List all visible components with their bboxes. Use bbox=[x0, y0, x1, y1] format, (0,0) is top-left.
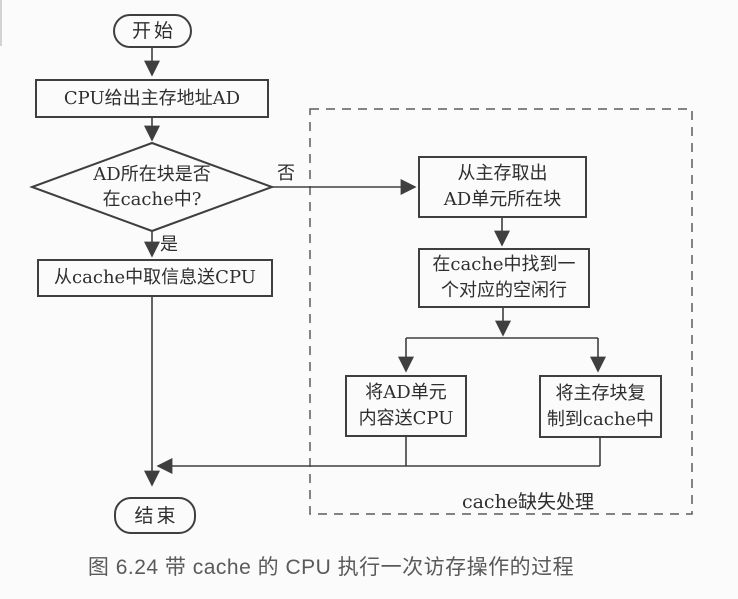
cpu-address-label: CPU给出主存地址AD bbox=[63, 87, 241, 109]
copy-cache-label-line1: 将主存块复 bbox=[555, 382, 646, 404]
send-cpu-label-line2: 内容送CPU bbox=[358, 408, 454, 429]
start-node: 开始 bbox=[113, 14, 192, 48]
cache-miss-region-label: cache缺失处理 bbox=[461, 491, 595, 513]
decision-node-text: AD所在块是否 在cache中? bbox=[32, 150, 272, 224]
decision-label-line1: AD所在块是否 bbox=[93, 164, 211, 185]
cache-hit-node: 从cache中取信息送CPU bbox=[37, 259, 273, 297]
fetch-block-label-line1: 从主存取出 bbox=[457, 163, 548, 184]
copy-cache-label-line2: 制到cache中 bbox=[546, 408, 655, 430]
send-cpu-label-line1: 将AD单元 bbox=[365, 382, 447, 403]
cache-hit-label: 从cache中取信息送CPU bbox=[54, 267, 256, 288]
decision-label-line2: 在cache中? bbox=[102, 189, 202, 210]
copy-cache-node: 将主存块复 制到cache中 bbox=[539, 375, 662, 438]
page-scan-edge bbox=[0, 0, 2, 46]
send-cpu-node: 将AD单元 内容送CPU bbox=[345, 375, 467, 437]
yes-edge-label: 是 bbox=[160, 234, 178, 255]
end-node-label: 结束 bbox=[134, 504, 179, 527]
cache-miss-region-border bbox=[309, 108, 693, 515]
find-line-label-line1: 在cache中找到一 bbox=[432, 254, 576, 275]
fetch-block-node: 从主存取出 AD单元所在块 bbox=[418, 156, 587, 218]
no-edge-label: 否 bbox=[277, 163, 295, 184]
start-node-label: 开始 bbox=[131, 20, 176, 42]
cpu-address-node: CPU给出主存地址AD bbox=[35, 79, 269, 118]
end-node: 结束 bbox=[114, 497, 196, 534]
figure-caption: 图 6.24 带 cache 的 CPU 执行一次访存操作的过程 bbox=[87, 556, 575, 579]
fetch-block-label-line2: AD单元所在块 bbox=[443, 189, 562, 210]
find-line-label-line2: 个对应的空闲行 bbox=[441, 280, 567, 301]
find-line-node: 在cache中找到一 个对应的空闲行 bbox=[418, 248, 590, 308]
